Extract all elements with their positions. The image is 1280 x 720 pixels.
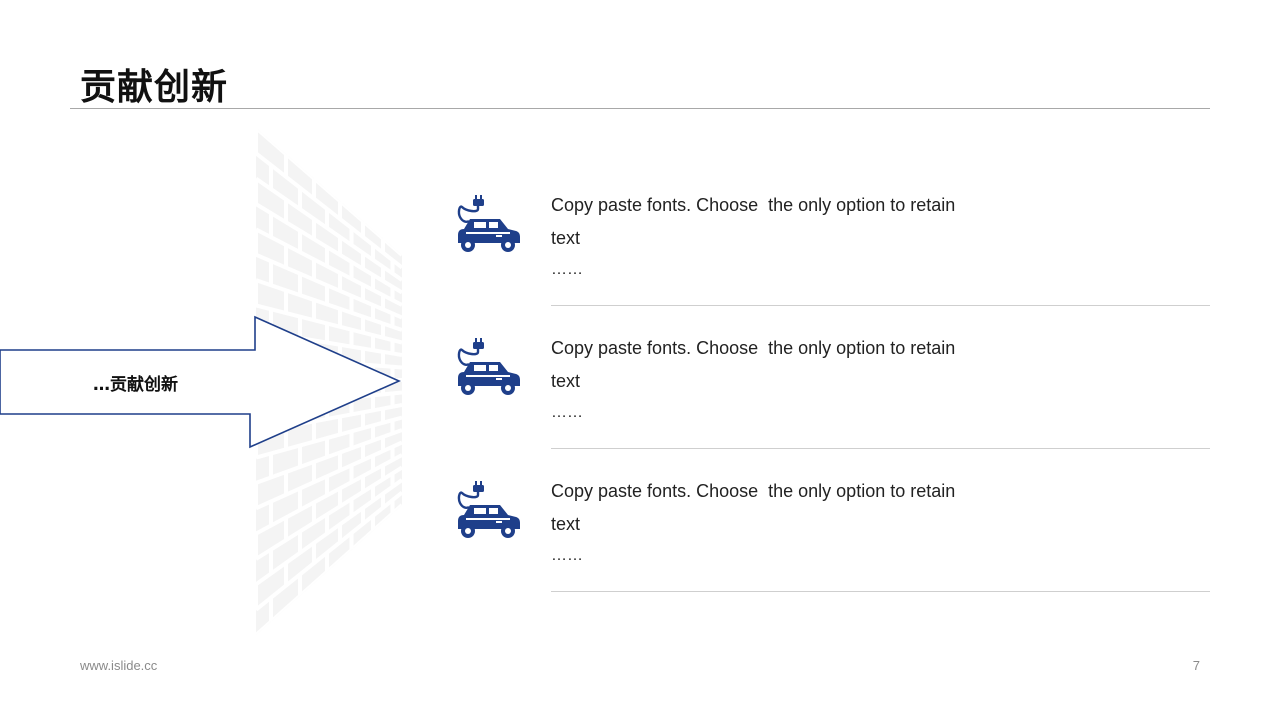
- item-text-line: text: [551, 371, 581, 391]
- page-title: 贡献创新: [80, 67, 229, 108]
- page-number: 7: [1192, 658, 1200, 673]
- item-text-line: text: [551, 514, 581, 534]
- footer-url: www.islide.cc: [80, 658, 158, 673]
- arrow-label: …贡献创新: [93, 375, 178, 395]
- item-divider: [551, 448, 1210, 449]
- list-item: Copy paste fonts. Choose the only option…: [456, 195, 1210, 325]
- item-text-line: Copy paste fonts. Choose the only option…: [551, 195, 956, 215]
- item-text-line: text: [551, 228, 581, 248]
- arrow-shape: [0, 315, 401, 449]
- item-ellipsis: ……: [551, 404, 583, 421]
- item-divider: [551, 591, 1210, 592]
- electric-car-icon: [457, 195, 520, 252]
- list-item: Copy paste fonts. Choose the only option…: [456, 481, 1210, 611]
- electric-car-icon: [457, 338, 520, 395]
- item-ellipsis: ……: [551, 547, 583, 564]
- electric-car-icon: [457, 481, 520, 538]
- list-item: Copy paste fonts. Choose the only option…: [456, 338, 1210, 468]
- title-divider: [70, 108, 1210, 109]
- item-ellipsis: ……: [551, 261, 583, 278]
- item-divider: [551, 305, 1210, 306]
- item-text-line: Copy paste fonts. Choose the only option…: [551, 338, 956, 358]
- item-text-line: Copy paste fonts. Choose the only option…: [551, 481, 956, 501]
